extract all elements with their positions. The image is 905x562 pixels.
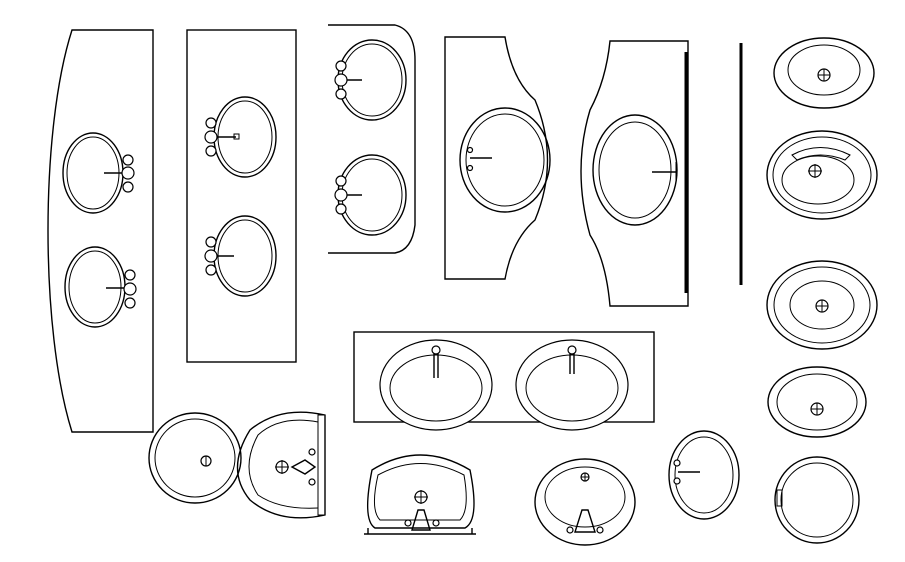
basin xyxy=(213,215,277,297)
oval-sink xyxy=(773,37,875,109)
faucet-knobs-icon xyxy=(204,117,218,157)
vanity-single-bulged-right xyxy=(444,36,551,280)
faucet-knobs-icon xyxy=(334,60,348,100)
faucet-knobs-icon xyxy=(121,154,135,193)
basin xyxy=(459,107,551,213)
wall-mounted-sink xyxy=(236,411,326,519)
vanity-double-rounded-right xyxy=(328,24,416,254)
basin xyxy=(213,96,277,178)
basin xyxy=(64,246,126,328)
faucet-knobs-icon xyxy=(334,175,348,215)
round-sink xyxy=(774,456,860,544)
faucet-knobs-icon xyxy=(123,269,137,309)
basin xyxy=(592,114,678,226)
octagonal-sink xyxy=(766,260,878,350)
basin xyxy=(62,132,126,214)
small-oval-sink xyxy=(668,430,740,520)
vanity-double-curved-left xyxy=(47,29,154,433)
basin xyxy=(379,339,493,431)
vanity-single-bulged-left xyxy=(580,40,689,307)
oval-sink-with-faucet xyxy=(534,458,636,546)
vanity-double-horizontal xyxy=(353,331,655,431)
vanity-double-rectangular xyxy=(186,29,297,363)
basin xyxy=(337,154,407,236)
oval-sink-with-faucet xyxy=(766,130,878,220)
round-sink xyxy=(148,412,242,504)
basin xyxy=(515,339,629,431)
oval-sink-small xyxy=(767,366,867,438)
faucet-knobs-icon xyxy=(204,236,218,276)
basin xyxy=(337,39,407,121)
pedestal-sink xyxy=(364,454,476,535)
